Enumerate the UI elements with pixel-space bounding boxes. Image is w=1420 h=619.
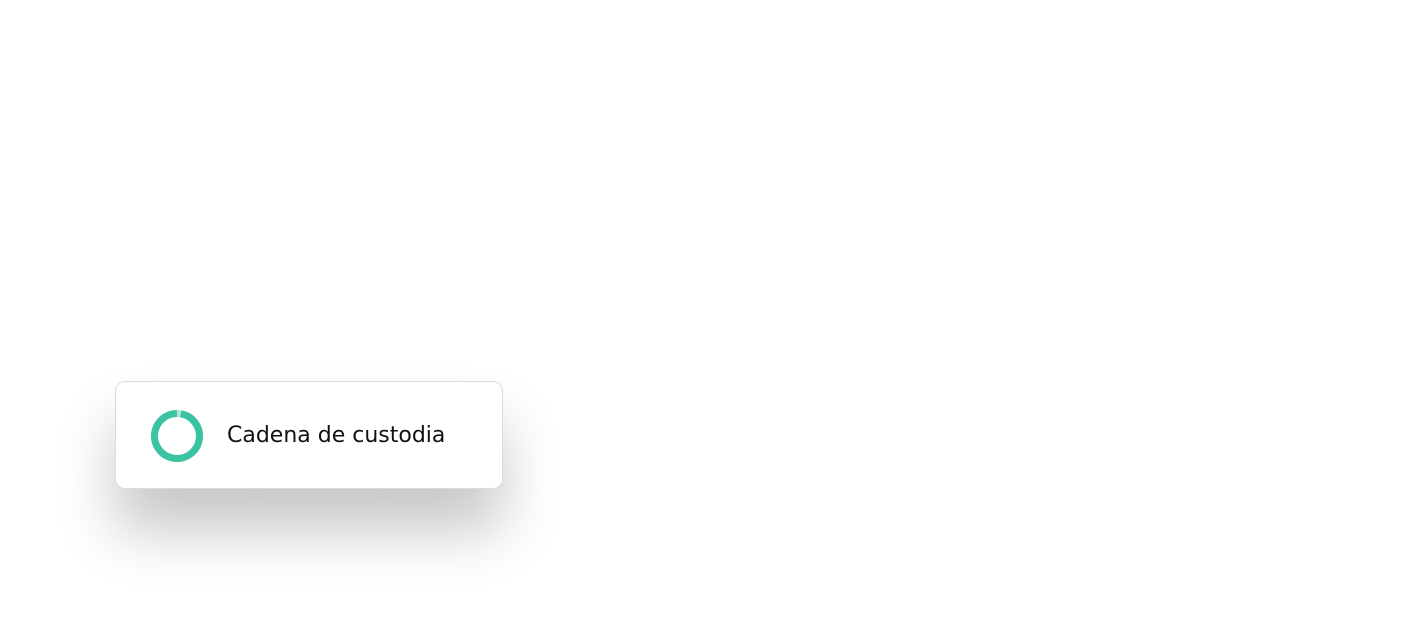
progress-ring-icon [151,410,203,462]
card-label: Cadena de custodia [227,423,446,448]
chain-of-custody-card[interactable]: Cadena de custodia [115,381,503,489]
